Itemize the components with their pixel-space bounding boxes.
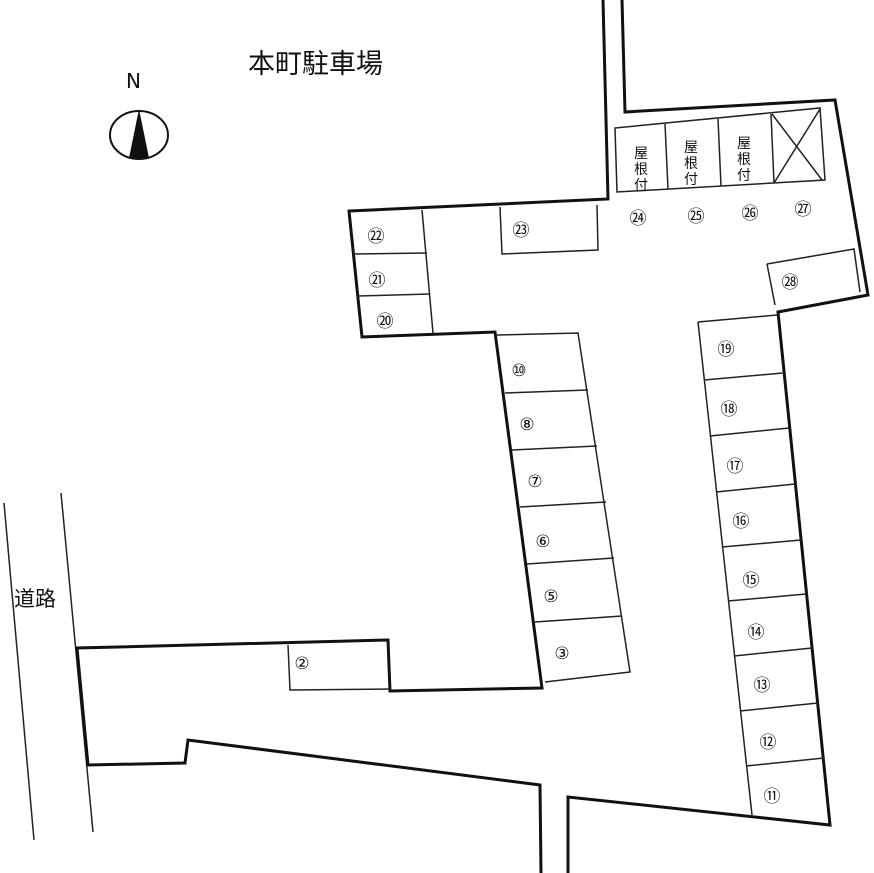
svg-text:付: 付 [634,178,648,194]
space-numbers: ② ③ ⑤ ⑥ ⑦ ⑧ ⑩ ⑪ ⑫ ⑬ ⑭ ⑮ ⑯ ⑰ ⑱ ⑲ ⑳ ㉑ ㉒ ㉓ … [294,200,811,807]
space-22: ㉒ [368,227,385,247]
compass-north-label: N [126,69,141,93]
space-6: ⑥ [535,532,550,552]
space-14: ⑭ [748,623,765,643]
space-25: ㉕ [688,207,705,227]
north-arrow-icon [109,109,169,160]
space-11: ⑪ [764,787,781,807]
svg-text:屋: 屋 [684,140,698,156]
space-20: ⑳ [377,312,394,332]
svg-text:屋: 屋 [634,146,648,162]
road-edge [3,502,35,841]
space-5: ⑤ [543,587,558,607]
space-15: ⑮ [743,571,760,591]
svg-text:付: 付 [737,168,751,184]
space-outlines [287,204,861,816]
space-7: ⑦ [527,472,542,492]
space-19: ⑲ [718,340,735,360]
roof-label-24: 屋 根 付 [634,146,648,194]
map-title: 本町駐車場 [248,49,383,80]
space-8: ⑧ [519,415,534,435]
space-13: ⑬ [754,676,771,696]
space-27: ㉗ [795,200,812,220]
svg-text:根: 根 [737,152,751,168]
space-16: ⑯ [733,512,750,532]
roof-label-25: 屋 根 付 [684,140,698,188]
space-23: ㉓ [513,221,530,241]
space-24: ㉔ [630,209,647,229]
compass: N [109,69,169,160]
lot-boundary [75,0,870,873]
space-3: ③ [554,644,569,664]
space-10: ⑩ [511,361,526,381]
svg-text:付: 付 [684,172,698,188]
svg-text:屋: 屋 [737,136,751,152]
space-17: ⑰ [727,457,744,477]
road: 道路 [3,492,94,841]
space-28: ㉘ [782,273,799,293]
roof-label-26: 屋 根 付 [737,136,751,184]
space-26: ㉖ [742,204,759,224]
roofed-spaces: 屋 根 付 屋 根 付 屋 根 付 [614,107,826,194]
road-label: 道路 [14,587,56,611]
svg-text:根: 根 [684,156,698,172]
space-18: ⑱ [721,400,738,420]
svg-text:根: 根 [634,162,648,178]
space-2: ② [294,654,309,674]
space-21: ㉑ [369,271,386,291]
space-12: ⑫ [760,733,777,753]
